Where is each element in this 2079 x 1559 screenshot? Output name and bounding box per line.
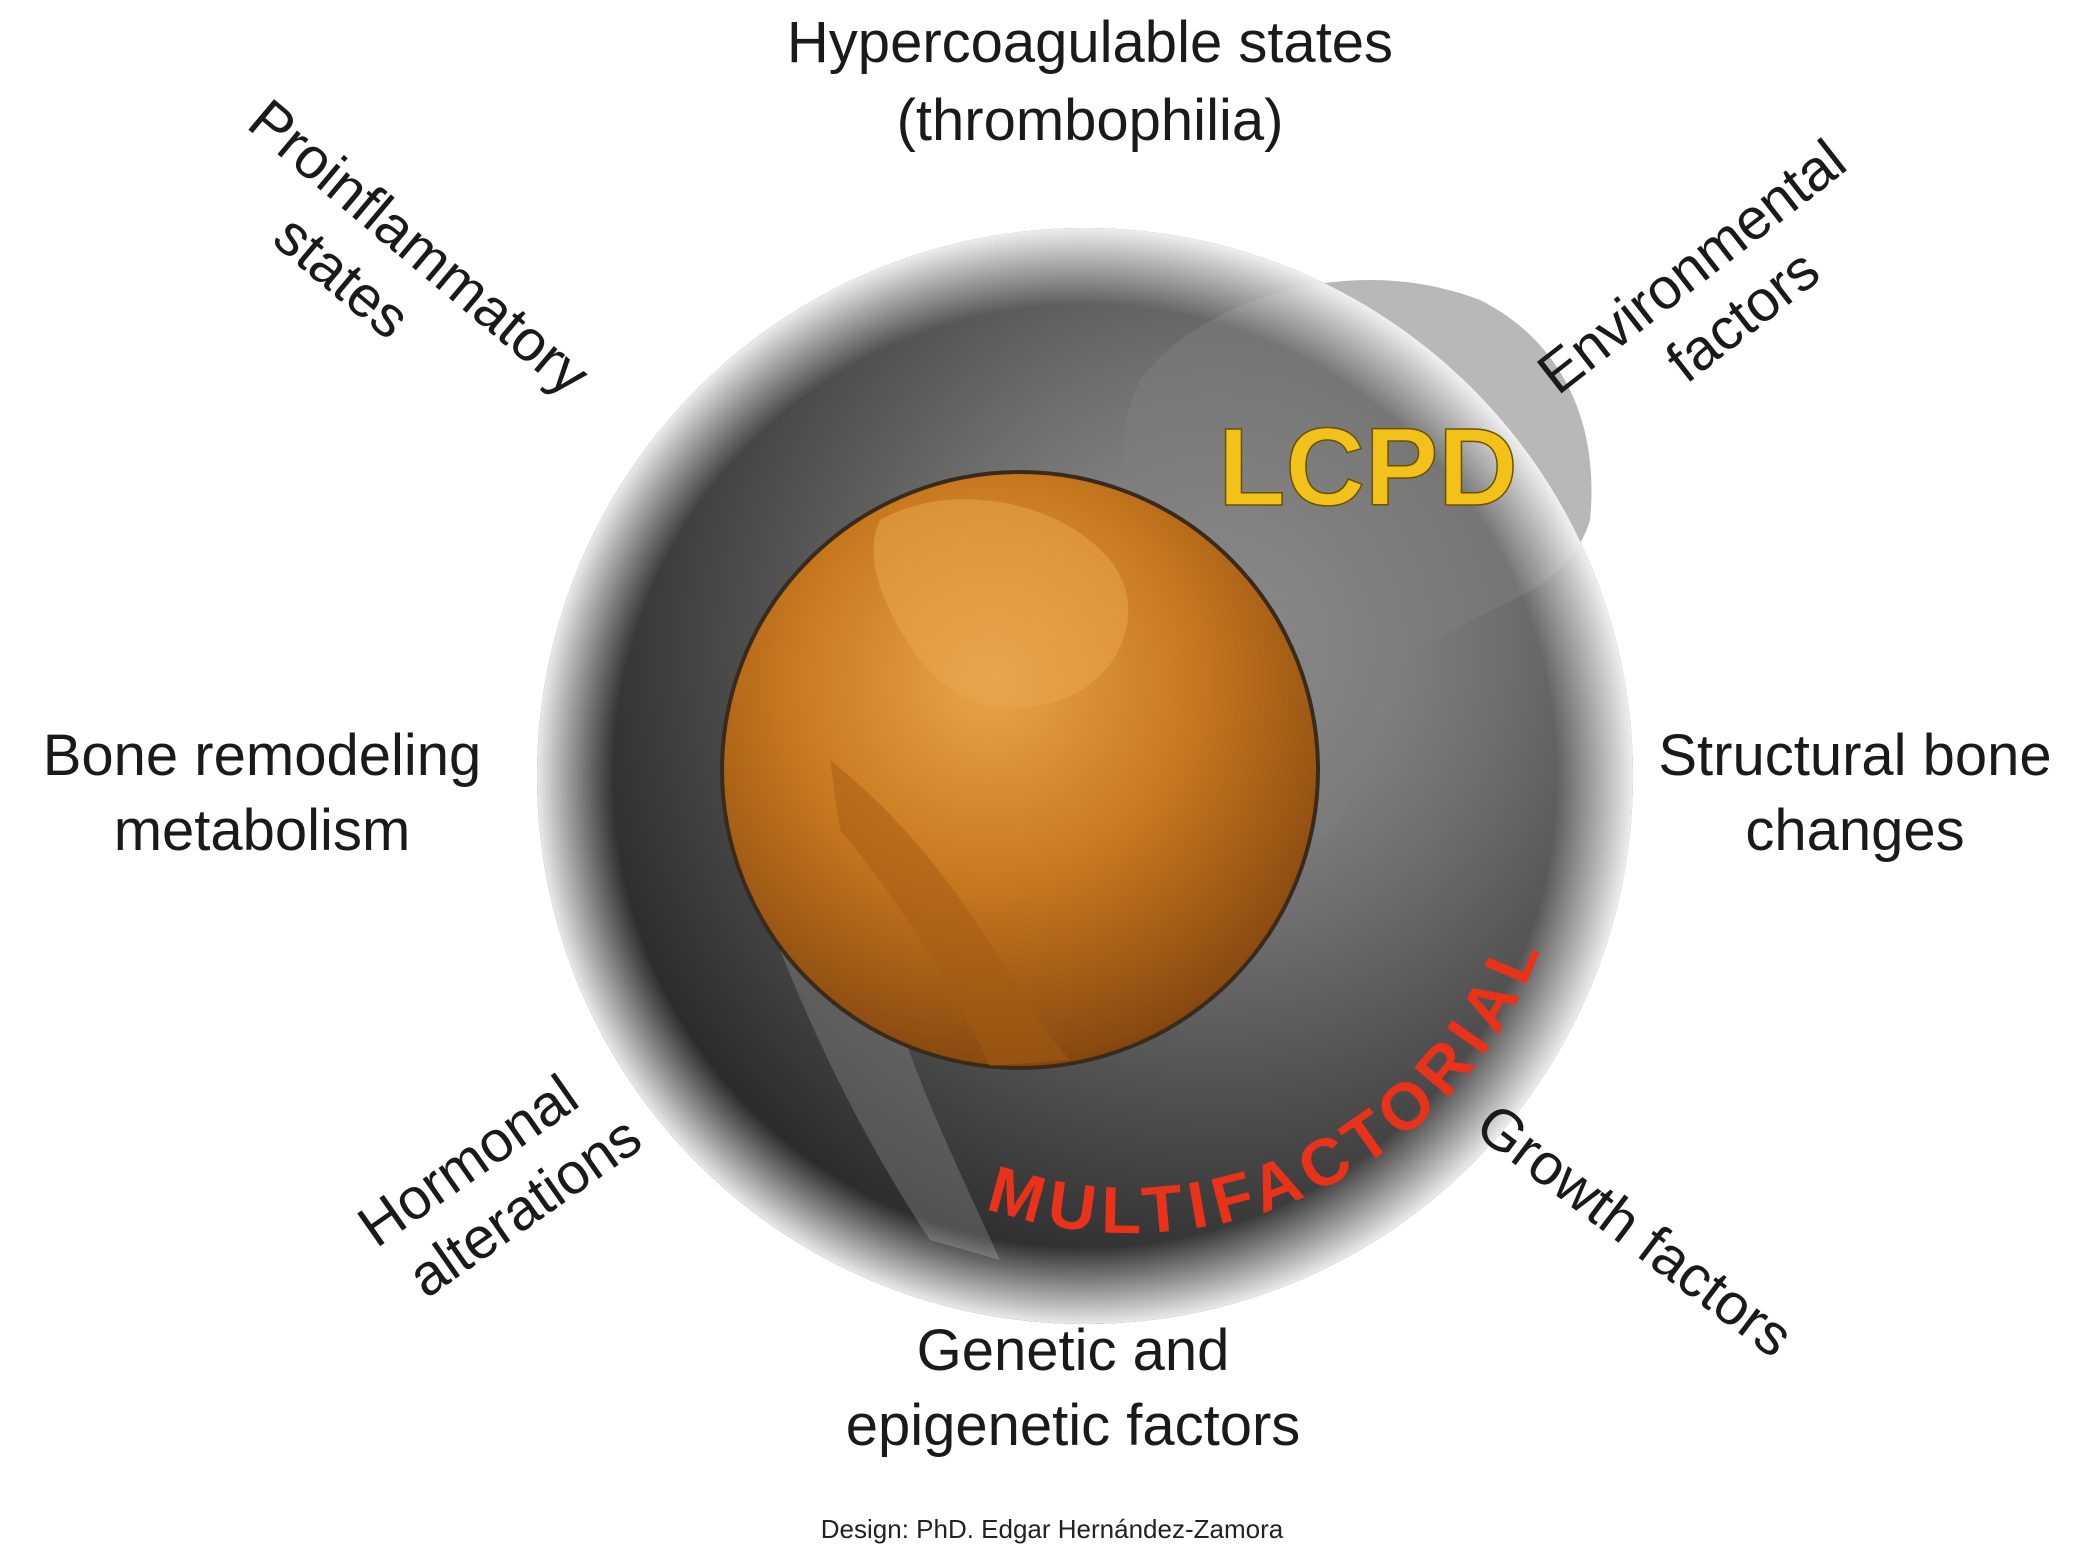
factor-top-line2: (thrombophilia) (897, 88, 1284, 153)
factor-bottom-left: Hormonal alterations (346, 1062, 652, 1310)
factor-top: Hypercoagulable states (thrombophilia) (787, 10, 1393, 153)
femoral-neck-shadow (830, 760, 1070, 1066)
factor-bottom-right: Growth factors (1465, 1091, 1805, 1370)
factor-bottom-line1: Genetic and (917, 1318, 1230, 1383)
factor-top-line1: Hypercoagulable states (787, 10, 1393, 75)
center-title: LCPD (1218, 406, 1517, 529)
factor-bottom-right-line1: Growth factors (1465, 1091, 1805, 1370)
factor-top-left: Proinflammatory states (236, 87, 601, 408)
factor-left-line2: metabolism (114, 798, 411, 863)
factor-top-right: Environmental factors (1526, 127, 1858, 406)
factor-left: Bone remodeling metabolism (43, 723, 482, 863)
factor-left-line1: Bone remodeling (43, 723, 482, 788)
design-credit: Design: PhD. Edgar Hernández-Zamora (821, 1514, 1284, 1544)
factor-bottom: Genetic and epigenetic factors (846, 1318, 1301, 1458)
factor-right: Structural bone changes (1658, 723, 2051, 863)
femoral-head-highlight (873, 499, 1129, 708)
factor-right-line2: changes (1745, 798, 1964, 863)
factor-right-line1: Structural bone (1658, 723, 2051, 788)
factor-bottom-line2: epigenetic factors (846, 1393, 1301, 1458)
inner-hip-circle (720, 470, 1320, 1070)
